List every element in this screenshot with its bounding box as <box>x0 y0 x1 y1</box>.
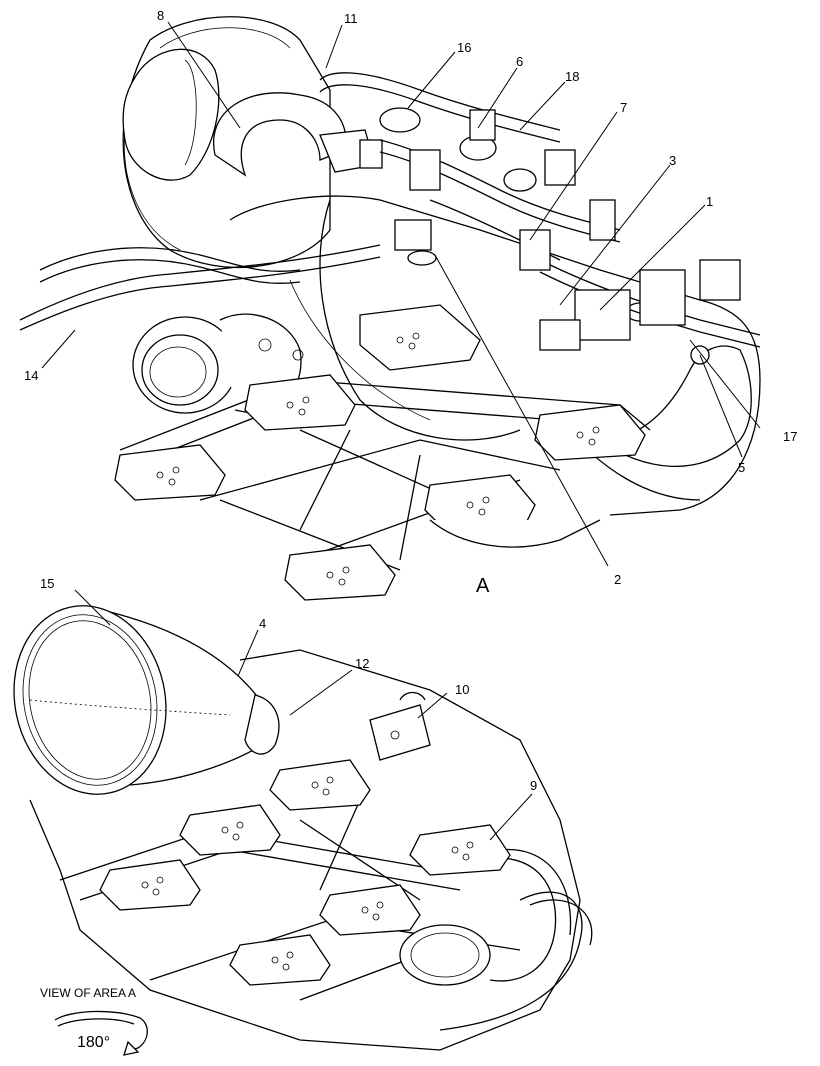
leader-lines <box>41 21 761 841</box>
air-intake-cone <box>13 605 280 795</box>
engine-block-bottom <box>29 649 581 1051</box>
callout-labels: 1 2 3 4 5 6 7 8 9 10 11 12 14 15 16 17 1… <box>24 8 797 793</box>
area-a-label: A <box>476 575 490 597</box>
callout-1: 1 <box>706 194 713 209</box>
callout-2: 2 <box>614 572 621 587</box>
rotation-angle-label: 180° <box>77 1034 110 1051</box>
view-of-area-label: VIEW OF AREA A <box>40 986 136 1000</box>
air-intake-elbow <box>212 92 383 177</box>
callout-16: 16 <box>457 40 471 55</box>
callout-17: 17 <box>783 429 797 444</box>
callout-7: 7 <box>620 100 627 115</box>
callout-8: 8 <box>157 8 164 23</box>
callout-3: 3 <box>669 153 676 168</box>
valve-and-bracket-group <box>394 109 741 365</box>
top-engine-assembly <box>19 16 761 601</box>
callout-15: 15 <box>40 576 54 591</box>
bottom-engine-assembly <box>13 605 593 1051</box>
callout-9: 9 <box>530 778 537 793</box>
view-rotation-indicator: VIEW OF AREA A 180° <box>40 986 148 1056</box>
callout-12: 12 <box>355 656 369 671</box>
callout-11: 11 <box>344 11 358 26</box>
callout-6: 6 <box>516 54 523 69</box>
rotation-arrow-icon <box>54 1010 148 1051</box>
callout-10: 10 <box>455 682 469 697</box>
bottom-tube-loops <box>439 891 593 1031</box>
lifting-bracket <box>369 691 431 761</box>
callout-5: 5 <box>738 460 745 475</box>
bottom-mounting-pads <box>99 759 511 986</box>
top-mounting-base <box>114 304 651 601</box>
callout-4: 4 <box>259 616 266 631</box>
callout-18: 18 <box>565 69 579 84</box>
callout-14: 14 <box>24 368 38 383</box>
